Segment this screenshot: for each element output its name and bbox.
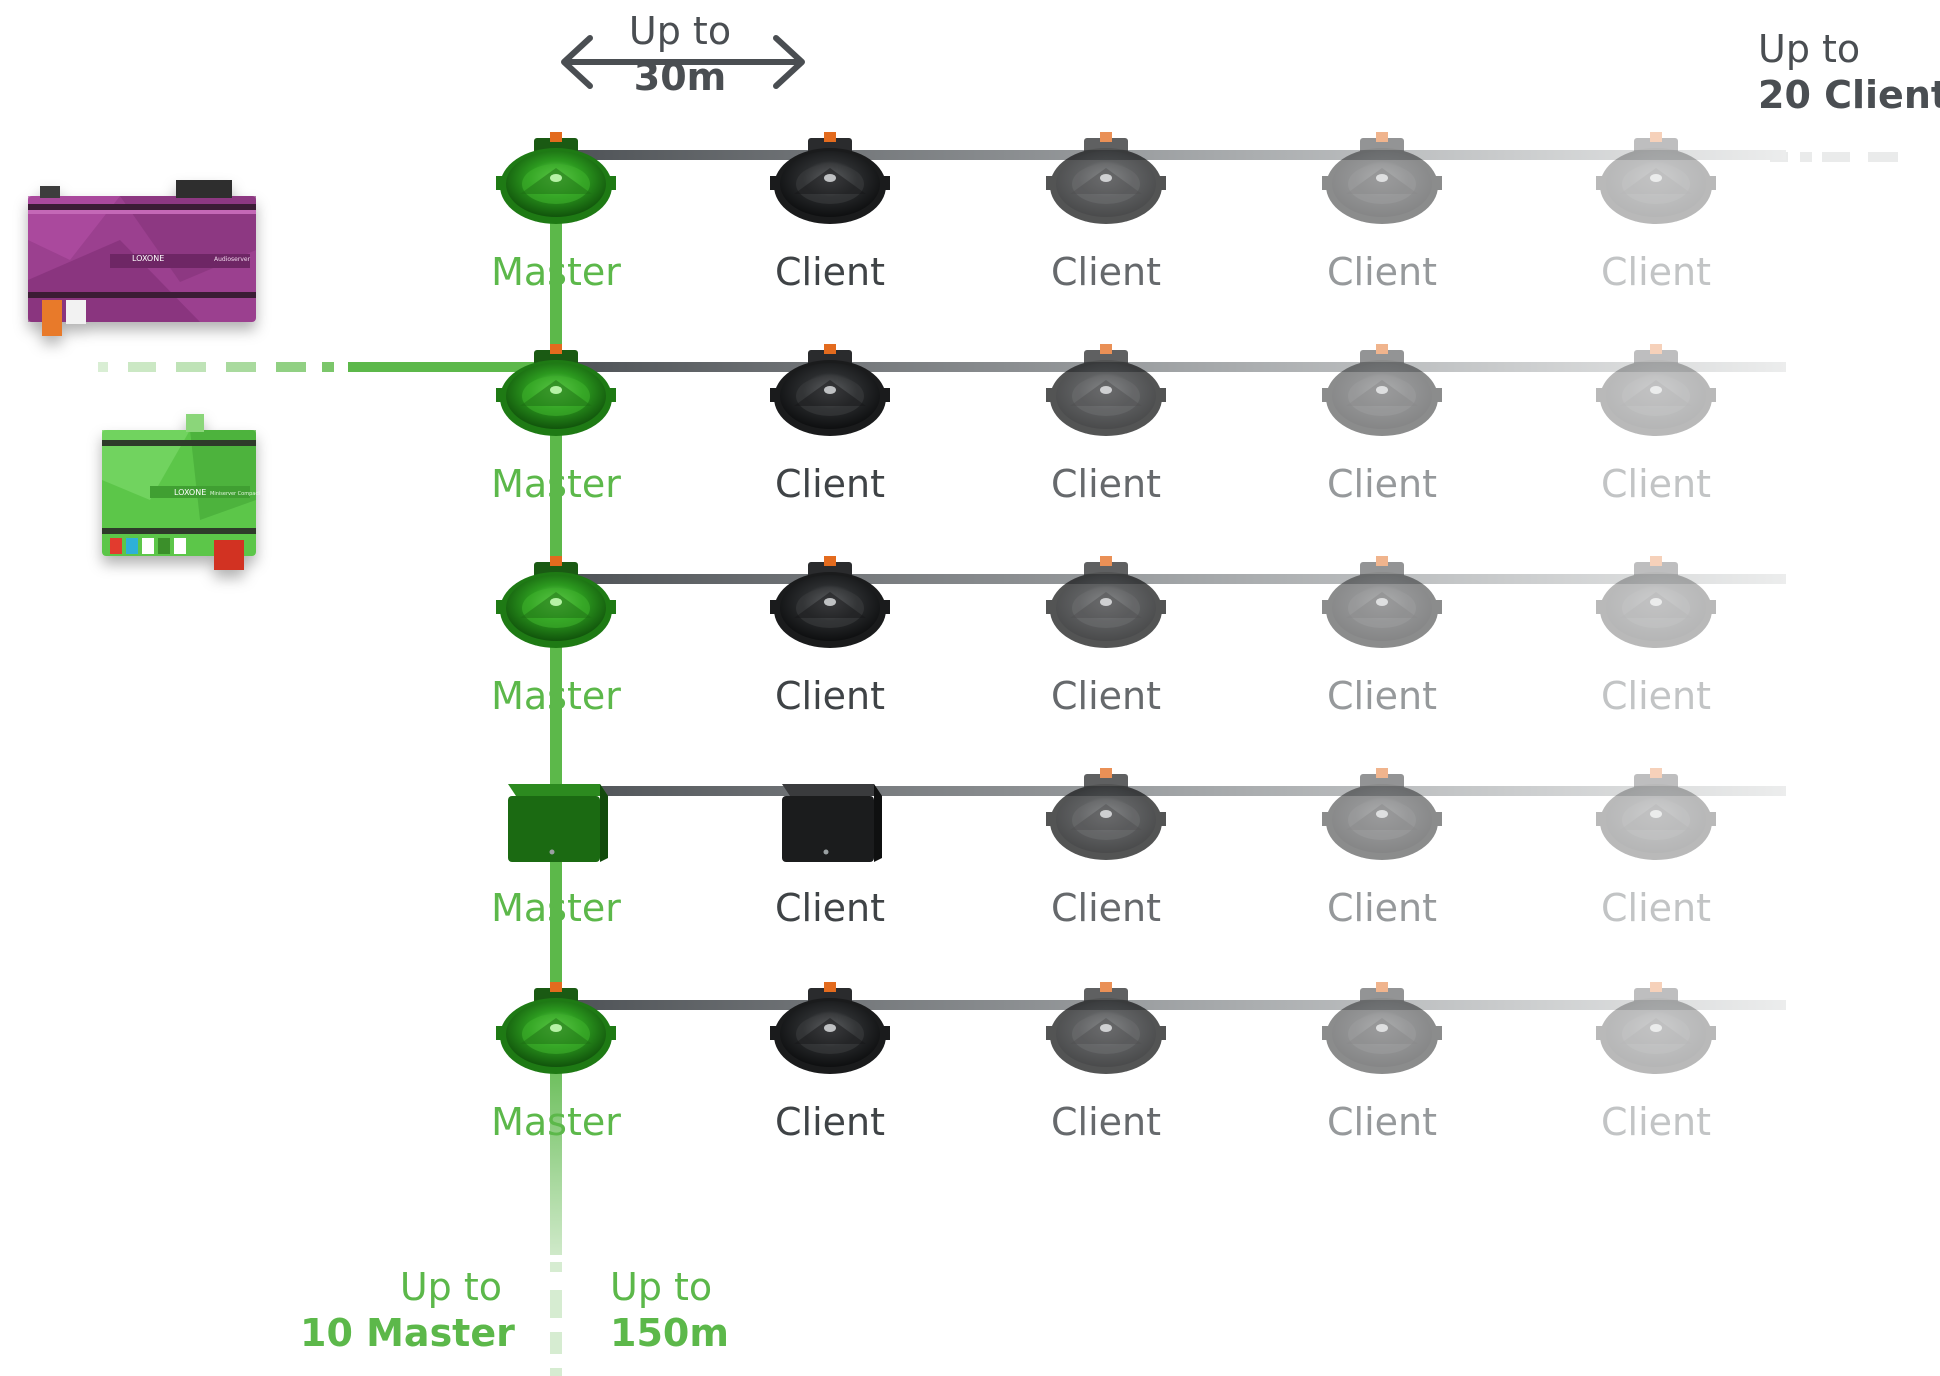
client-ceiling-speaker-icon [1046, 344, 1166, 436]
client-label: Client [774, 1100, 885, 1144]
client-ceiling-speaker-icon [1596, 768, 1716, 860]
master-label: Master [491, 1100, 621, 1144]
distance-note: Up to 30m [610, 8, 750, 100]
client-label: Client [1600, 250, 1711, 294]
row-connection-line [556, 150, 1786, 160]
client-label: Client [774, 886, 885, 930]
clients-limit-note: Up to 20 Clients [1758, 26, 1940, 118]
clients-limit-line2: 20 Clients [1758, 73, 1940, 117]
client-extension-dashes [1770, 152, 1898, 162]
trunk-length-note: Up to 150m [610, 1264, 729, 1356]
master-ceiling-speaker-icon [496, 344, 616, 436]
client-ceiling-speaker-icon [770, 556, 890, 648]
client-label: Client [1050, 462, 1161, 506]
master-limit-line1: Up to [399, 1265, 502, 1309]
client-label: Client [1600, 462, 1711, 506]
client-ceiling-speaker-icon [1046, 768, 1166, 860]
row-connection-line [556, 786, 1786, 796]
master-label: Master [491, 250, 621, 294]
client-ceiling-speaker-icon [770, 982, 890, 1074]
client-label: Client [1050, 886, 1161, 930]
master-label: Master [491, 886, 621, 930]
client-ceiling-speaker-icon [1046, 556, 1166, 648]
client-label: Client [774, 674, 885, 718]
client-label: Client [1050, 674, 1161, 718]
client-ceiling-speaker-icon [1596, 982, 1716, 1074]
client-label: Client [1050, 1100, 1161, 1144]
client-ceiling-speaker-icon [1322, 344, 1442, 436]
client-label: Client [1600, 886, 1711, 930]
client-label: Client [1326, 462, 1437, 506]
row-connection-line [556, 574, 1786, 584]
master-label: Master [491, 462, 621, 506]
clients-limit-line1: Up to [1758, 27, 1861, 71]
audioserver-product-text: Audioserver [214, 256, 251, 263]
client-label: Client [1326, 1100, 1437, 1144]
client-ceiling-speaker-icon [1596, 344, 1716, 436]
client-ceiling-speaker-icon [1322, 132, 1442, 224]
miniserver-device: LOXONE Miniserver Compact [102, 414, 260, 570]
master-limit-note: Up to 10 Master [300, 1264, 515, 1356]
client-label: Client [1326, 674, 1437, 718]
master-limit-line2: 10 Master [300, 1311, 515, 1355]
master-ceiling-speaker-icon [496, 982, 616, 1074]
client-label: Client [1326, 886, 1437, 930]
master-ceiling-speaker-icon [496, 556, 616, 648]
client-ceiling-speaker-icon [1322, 982, 1442, 1074]
distance-note-line2: 30m [633, 55, 727, 99]
master-ceiling-speaker-icon [496, 132, 616, 224]
client-label: Client [1600, 1100, 1711, 1144]
client-label: Client [774, 250, 885, 294]
distance-arrow-icon [561, 35, 805, 89]
client-ceiling-speaker-icon [1596, 556, 1716, 648]
trunk-length-line1: Up to [610, 1265, 713, 1309]
network-branch-line [98, 362, 556, 372]
miniserver-brand-text: LOXONE [174, 488, 206, 497]
row-connection-line [556, 362, 1786, 372]
client-ceiling-speaker-icon [1046, 982, 1166, 1074]
miniserver-product-text: Miniserver Compact [210, 491, 260, 497]
audioserver-brand-text: LOXONE [132, 254, 164, 263]
distance-note-line1: Up to [628, 9, 732, 53]
client-label: Client [1600, 674, 1711, 718]
client-ceiling-speaker-icon [1322, 556, 1442, 648]
client-label: Client [774, 462, 885, 506]
trunk-length-line2: 150m [610, 1311, 729, 1355]
client-box-speaker-icon [782, 784, 882, 862]
client-ceiling-speaker-icon [1322, 768, 1442, 860]
client-label: Client [1050, 250, 1161, 294]
client-ceiling-speaker-icon [1046, 132, 1166, 224]
client-ceiling-speaker-icon [770, 132, 890, 224]
client-label: Client [1326, 250, 1437, 294]
client-ceiling-speaker-icon [1596, 132, 1716, 224]
speaker-rows [496, 132, 1786, 1074]
row-connection-line [556, 1000, 1786, 1010]
trunk-extension-dashes [550, 1262, 562, 1376]
master-box-speaker-icon [508, 784, 608, 862]
master-label: Master [491, 674, 621, 718]
audioserver-device: LOXONE Audioserver [28, 180, 256, 336]
client-ceiling-speaker-icon [770, 344, 890, 436]
